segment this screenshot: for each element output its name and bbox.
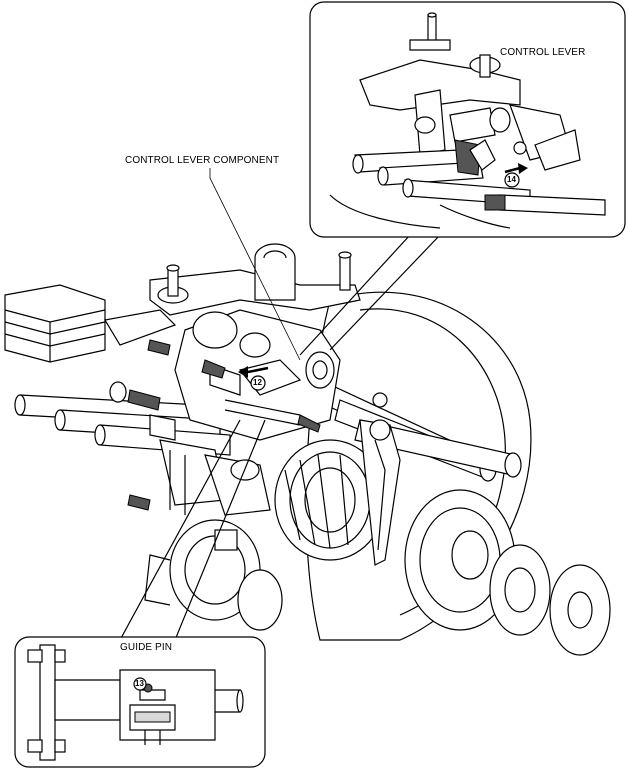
callout-12: 12: [253, 378, 262, 387]
control-lever-label: CONTROL LEVER: [500, 47, 586, 58]
callout-14: 14: [507, 175, 516, 184]
lower-gear: [144, 519, 283, 631]
shift-fork: [359, 392, 401, 566]
arrow-12: [238, 366, 269, 391]
stacked-block: [4, 284, 177, 363]
callout-13: 13: [135, 679, 144, 688]
leader-lines: [119, 60, 496, 680]
inset-control-lever: [309, 1, 626, 238]
control-lever-block: [147, 309, 341, 441]
synchro-hub: [404, 489, 611, 656]
control-lever-component-label: CONTROL LEVER COMPONENT: [125, 155, 280, 166]
guide-pin-label: GUIDE PIN: [120, 642, 173, 653]
main-assembly: [4, 243, 611, 656]
inset-guide-pin: [14, 636, 266, 768]
lower-bolts: [109, 381, 271, 551]
bracket-plate: [149, 243, 361, 316]
